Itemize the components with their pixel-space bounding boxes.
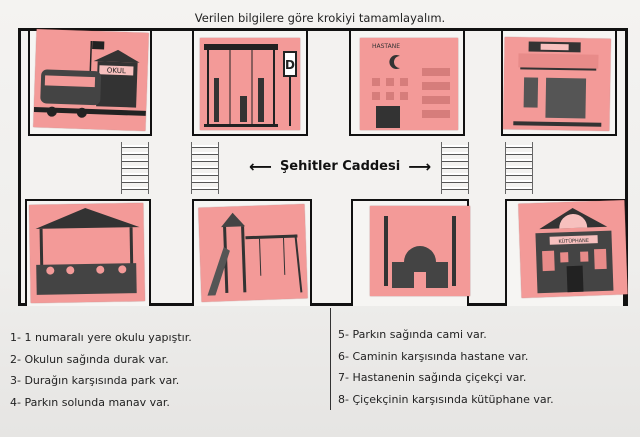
arrow-right-icon: ⟶: [408, 157, 432, 176]
instruction-item: 3- Durağın karşısında park var.: [10, 374, 180, 387]
instruction-item: 4- Parkın solunda manav var.: [10, 395, 170, 409]
park-card: [198, 204, 308, 302]
school-icon: OKUL: [33, 40, 146, 118]
crosswalk: [441, 142, 469, 194]
instruction-item: 8- Çiçekçinin karşısında kütüphane var.: [338, 392, 554, 406]
mosque-icon: [384, 216, 456, 288]
school-card: OKUL: [33, 29, 149, 131]
bus-stop-icon: D: [204, 44, 297, 127]
hospital-card: HASTANE: [360, 38, 458, 130]
svg-text:KÜTÜPHANE: KÜTÜPHANE: [558, 237, 589, 245]
hospital-icon: HASTANE: [372, 43, 450, 128]
instructions-right: 5- Parkın sağında cami var. 6- Caminin k…: [338, 328, 554, 414]
instruction-item: 2- Okulun sağında durak var.: [10, 352, 169, 366]
instruction-item: 5- Parkın sağında cami var.: [338, 328, 487, 341]
flower-shop-icon: [513, 41, 602, 127]
svg-text:OKUL: OKUL: [107, 67, 126, 76]
worksheet-title: Verilen bilgilere göre krokiyi tamamlaya…: [194, 11, 446, 25]
arrow-left-icon: ⟵: [249, 157, 272, 176]
library-card: KÜTÜPHANE: [518, 200, 628, 298]
bus-stop-card: D: [200, 38, 300, 130]
svg-text:D: D: [285, 58, 295, 72]
crosswalk: [191, 142, 219, 194]
svg-text:HASTANE: HASTANE: [372, 43, 400, 50]
mosque-card: [370, 206, 470, 296]
greengrocer-card: [29, 203, 145, 303]
playground-icon: [207, 212, 303, 296]
flower-shop-card: [503, 37, 611, 131]
instructions-left: 1- 1 numaralı yere okulu yapıştır. 2- Ok…: [10, 331, 192, 417]
market-stall-icon: [35, 208, 140, 295]
instruction-item: 1- 1 numaralı yere okulu yapıştır.: [10, 331, 192, 344]
street-label: ⟵ Şehitler Caddesi ⟶: [249, 157, 431, 176]
column-divider: [330, 308, 331, 410]
street-name: Şehitler Caddesi: [279, 159, 401, 174]
library-icon: KÜTÜPHANE: [535, 207, 614, 294]
crosswalk: [121, 142, 149, 194]
instruction-item: 6- Caminin karşısında hastane var.: [338, 349, 529, 363]
crosswalk: [505, 142, 533, 194]
instruction-item: 7- Hastanenin sağında çiçekçi var.: [338, 371, 527, 384]
